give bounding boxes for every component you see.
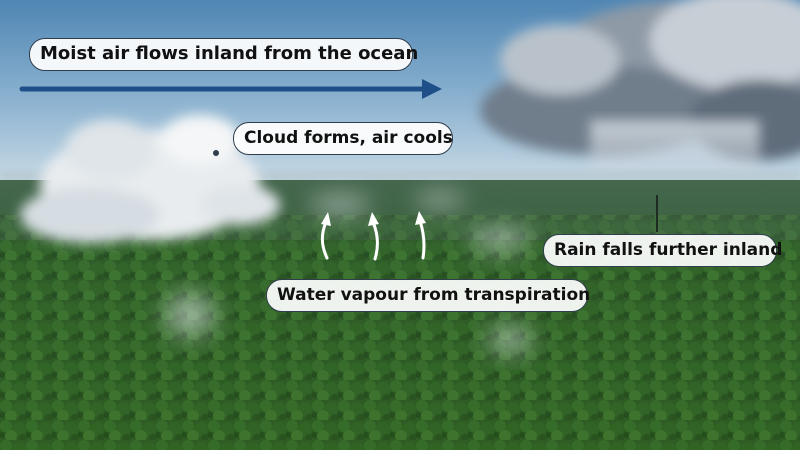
rain-falls-label: Rain falls further inland (543, 234, 782, 267)
mist-wisps (165, 192, 532, 354)
cloud-pointer-dot (213, 150, 219, 156)
cloud-forms-label: Cloud forms, air cools (233, 122, 453, 155)
water-vapour-label: Water vapour from transpiration (266, 279, 590, 312)
curved-arrow-up-icon (415, 211, 426, 260)
arrow-right-icon (19, 79, 442, 99)
curved-arrow-up-icon (368, 212, 379, 261)
cumulus-cloud (20, 115, 280, 243)
curved-arrow-up-icon (320, 212, 331, 260)
moist-air-label: Moist air flows inland from the ocean (29, 38, 418, 71)
